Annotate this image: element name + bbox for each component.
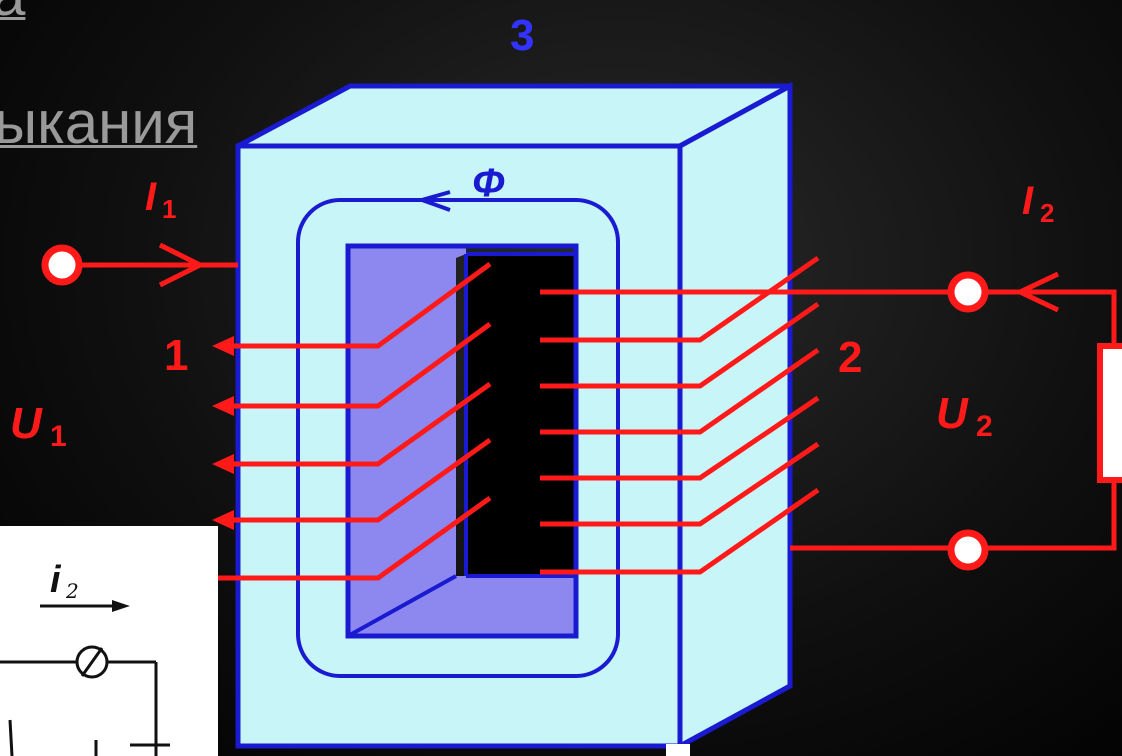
primary-winding [218,261,492,581]
winding-1-label: 1 [164,331,188,380]
window-bottom-wall [348,576,576,636]
output-terminal-top-icon [947,271,989,313]
current-in-arrow-icon [158,242,206,288]
load-wiring [986,289,1117,551]
inset-current-label: i [50,559,62,601]
inset-current-sub: 2 [65,579,79,603]
core-side-face [677,81,793,751]
current-in-label: I [145,175,157,219]
current-out-label: I [1022,179,1034,223]
bottom-mark [666,744,690,756]
flux-label: Φ [472,161,505,205]
voltage-in-sub: 1 [50,420,67,453]
voltage-out-label: U [936,389,969,438]
window-opening [466,254,576,576]
flux-arrow-icon [415,190,451,212]
current-out-sub: 2 [1040,198,1054,228]
secondary-winding [540,255,960,575]
arrow-icon [112,600,130,612]
output-terminal-bottom-icon [947,529,989,571]
current-in-sub: 1 [162,194,176,224]
load-resistor-icon [1097,343,1122,483]
inset-circuit: i 2 [0,526,218,756]
current-out-arrow-icon [1014,271,1060,313]
slide-heading-fragment-bottom: ыкания [0,89,198,156]
voltage-in-label: U [10,399,43,448]
voltage-out-sub: 2 [976,410,993,443]
winding-2-label: 2 [838,333,862,382]
input-terminal-icon [41,244,83,286]
core-label: 3 [510,11,534,60]
slide-heading-fragment-top: а [0,0,25,29]
flux-path [296,198,620,678]
primary-winding-ends [212,336,234,530]
